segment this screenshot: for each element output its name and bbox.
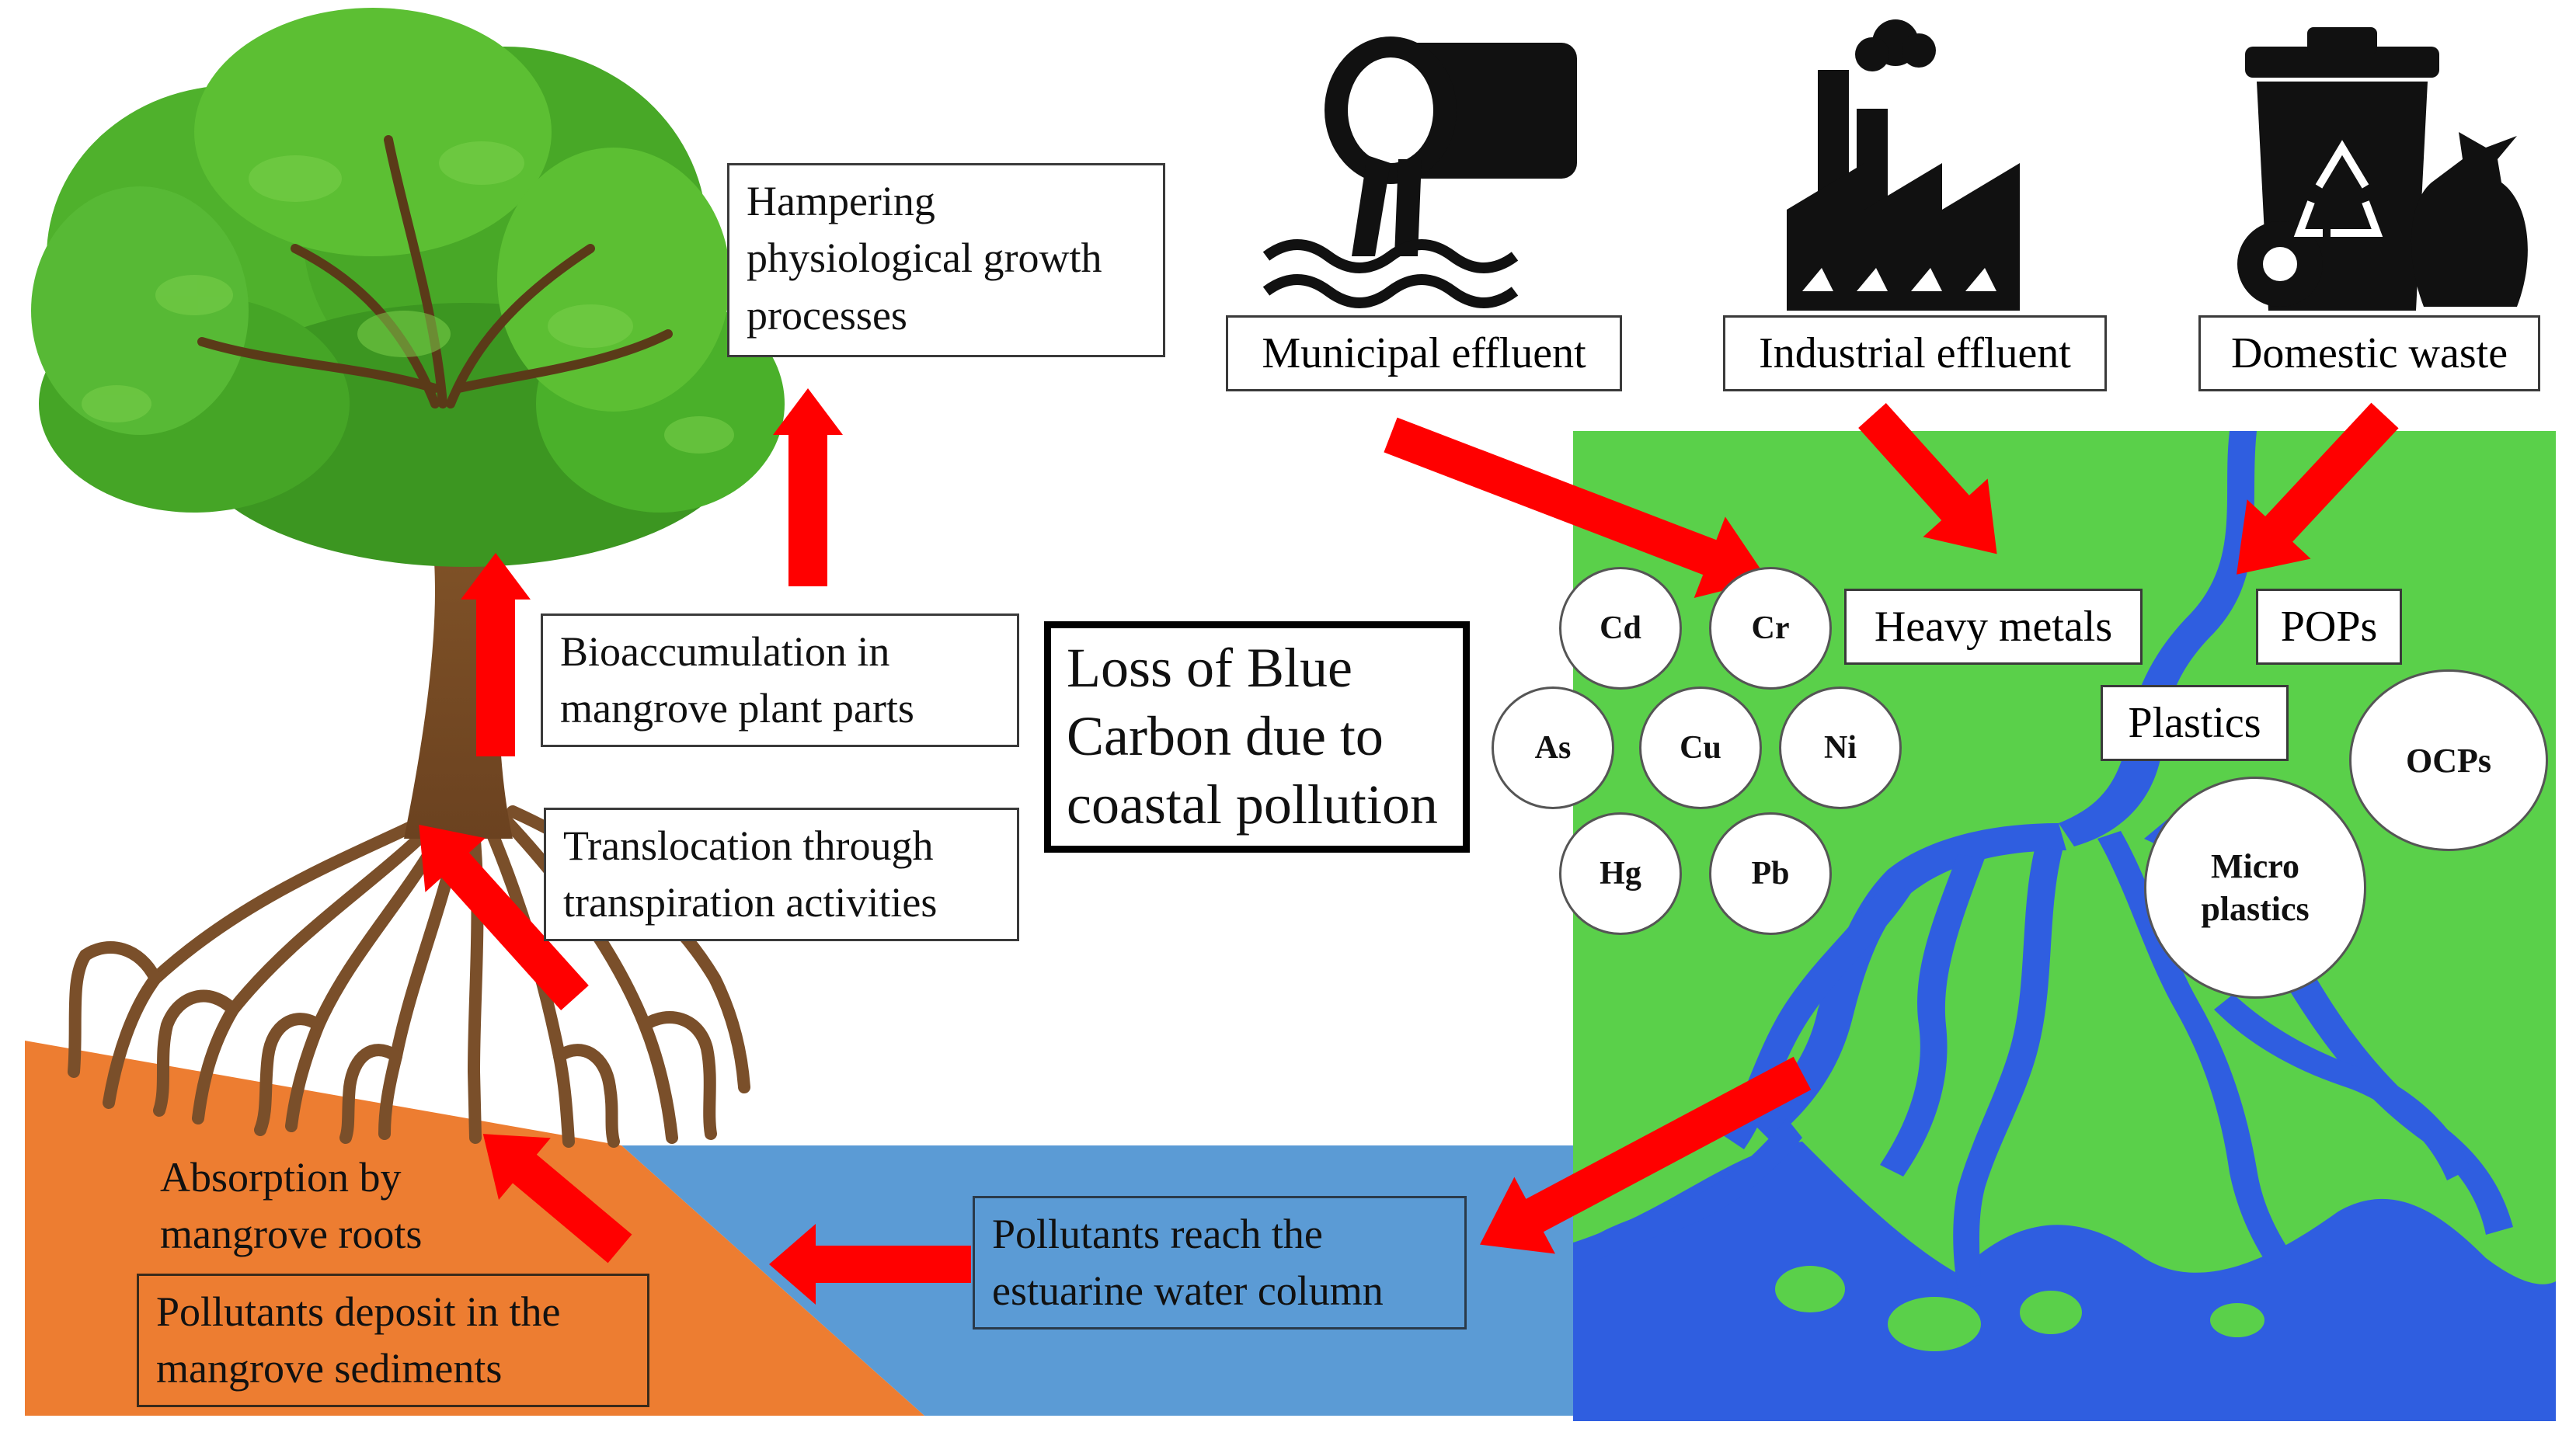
river-delta xyxy=(1573,431,2556,1421)
ocps-circle: OCPs xyxy=(2349,669,2548,851)
delta-islands xyxy=(1775,1266,2264,1351)
heavy-metals-label: Heavy metals xyxy=(1844,589,2143,665)
pops-label: POPs xyxy=(2256,589,2402,665)
metal-cr: Cr xyxy=(1709,567,1832,690)
sediment-area xyxy=(25,1041,924,1416)
hampering-box: Hampering physiological growth processes xyxy=(727,163,1165,357)
metal-as: As xyxy=(1492,686,1614,809)
translocation-box: Translocation through transpiration acti… xyxy=(544,808,1019,941)
bioaccumulation-box: Bioaccumulation in mangrove plant parts xyxy=(541,613,1019,747)
pathway-arrows xyxy=(419,388,2399,1305)
estuarine-box: Pollutants reach the estuarine water col… xyxy=(973,1196,1467,1330)
metal-hg: Hg xyxy=(1559,812,1682,935)
municipal-effluent-label: Municipal effluent xyxy=(1226,315,1622,391)
metal-cd: Cd xyxy=(1559,567,1682,690)
factory-icon xyxy=(1787,19,2020,311)
metal-ni: Ni xyxy=(1779,686,1902,809)
arrow-to-sediment xyxy=(769,1224,971,1305)
arrow-municipal xyxy=(1384,417,1768,598)
arrow-to-hampering xyxy=(773,388,843,586)
microplastics-circle: Micro plastics xyxy=(2144,777,2366,999)
recycle-bin-icon xyxy=(2237,27,2528,311)
arrow-industrial xyxy=(1858,402,1997,554)
arrow-to-estuarine xyxy=(1480,1056,1812,1254)
arrow-translocation xyxy=(419,825,589,1011)
arrow-absorption xyxy=(482,1134,632,1263)
plastics-label: Plastics xyxy=(2101,685,2289,761)
arrow-domestic xyxy=(2237,402,2399,575)
arrow-to-bioaccumulation xyxy=(461,553,531,756)
deposit-box: Pollutants deposit in the mangrove sedim… xyxy=(137,1274,649,1407)
tree-canopy xyxy=(31,8,785,567)
estuary-water xyxy=(621,1145,1573,1416)
domestic-waste-label: Domestic waste xyxy=(2198,315,2540,391)
metal-cu: Cu xyxy=(1639,686,1762,809)
metal-pb: Pb xyxy=(1709,812,1832,935)
industrial-effluent-label: Industrial effluent xyxy=(1723,315,2107,391)
absorption-label: Absorption by mangrove roots xyxy=(160,1154,423,1258)
pipe-discharge-icon xyxy=(1262,36,1577,308)
center-title: Loss of Blue Carbon due to coastal pollu… xyxy=(1044,621,1470,853)
